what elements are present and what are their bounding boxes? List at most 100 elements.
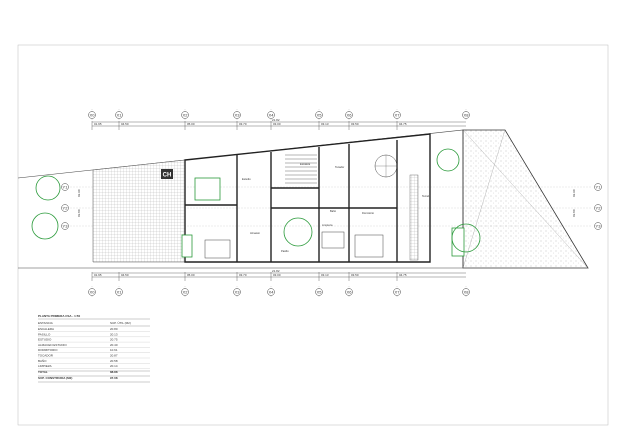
axis-marker [462,288,470,296]
garden-diagonal [462,129,589,269]
axis-marker [61,183,69,191]
table-row-value: 20.58 [110,359,118,363]
dimension-total: 21.82 [272,118,280,122]
axis-label: X6 [347,112,353,117]
axis-label: X7 [395,112,401,117]
ch-logo [161,169,173,179]
dimension-value: 03.13 [321,273,329,277]
table-row-label: LIMPIEZA [38,364,52,368]
room-label-limpieza: Limpieza [322,223,333,227]
area-table: PLANTA PRIMERA CSA - 1:50 ESTANCIA SUP. … [38,314,150,383]
axis-marker [88,111,96,119]
axis-marker [393,111,401,119]
axis-label: X8 [464,289,470,294]
bed [354,234,384,258]
axis-label: X4 [269,112,275,117]
room-label-bano: Baño [330,209,337,213]
dimension-value: 02.90 [572,189,576,197]
dimension-value: 03.70 [239,273,247,277]
axis-marker [233,111,241,119]
axis-label: X1 [117,289,123,294]
axis-label: X0 [90,289,96,294]
table-built-value: 97.08 [110,376,118,380]
axis-marker [462,111,470,119]
dimension-value: 04.75 [399,122,407,126]
axis-label: Y1 [596,184,602,189]
walls [184,133,431,263]
room-label-escalera: Escalera [300,162,311,166]
dimension-value: 03.70 [239,122,247,126]
axis-marker [233,288,241,296]
dimension-total: 21.82 [272,269,280,273]
table-row-label: ESCALERA [38,327,54,331]
axis-marker [61,222,69,230]
planter [181,234,193,258]
dimension-value: 03.13 [321,122,329,126]
table-total-value: 88.88 [110,370,118,374]
room-label-pasillo: Pasillo [281,249,289,253]
axis-marker [88,288,96,296]
axis-marker [181,111,189,119]
axis-label: X7 [395,289,401,294]
dimension-value: 03.00 [273,122,281,126]
axis-label: X0 [90,112,96,117]
stair-flight [285,154,317,184]
table-row-value: 20.80 [110,327,118,331]
table-row-value: 20.13 [110,332,118,336]
dimension-value: 01.95 [94,122,102,126]
axis-marker [115,288,123,296]
table-row-label: DORMITORIO [38,348,58,352]
axis-marker [181,288,189,296]
bathtub [321,231,345,249]
axis-label: X1 [117,112,123,117]
garden-diagonal [462,129,506,269]
table-row-value: 10.61 [110,348,118,352]
dimension-lines: 21.82 01.95 04.50 05.00 03.70 03.00 03.13 03.50… [77,118,576,281]
planter [194,177,221,201]
dimension-value: 03.00 [273,273,281,277]
dimension-value: 04.50 [121,122,129,126]
dimension-value: 03.50 [351,122,359,126]
room-label-tocador: Tocador [335,165,344,169]
axis-marker [315,111,323,119]
table-row-value: 20.75 [110,338,118,342]
axis-marker [594,222,602,230]
trees [31,148,481,253]
room-label-almacen: Almacén [250,231,261,235]
room-label-terraza: Terraza [422,194,431,198]
table-row-label: TOCADOR [38,354,54,358]
table-built-label: SUP. CONSTRUIDA (M2) [38,376,72,380]
axis-label: X4 [269,289,275,294]
table-row-label: ESTUDIO [38,338,52,342]
axis-label: Y3 [596,223,602,228]
dimension-value: 02.90 [77,189,81,197]
axis-label: X5 [317,289,323,294]
table-header-area: SUP. ÚTIL (M2) [110,320,131,325]
dimension-value: 05.00 [187,273,195,277]
axis-marker [393,288,401,296]
axis-label: Y3 [63,223,69,228]
axis-marker [267,288,275,296]
axis-label: X3 [235,289,241,294]
table-row-label: PASILLO [38,332,51,336]
axis-label: Y2 [596,205,602,210]
axis-label: Y2 [63,205,69,210]
table-row-label: ALMACEN ESTUDIO [38,343,67,347]
room-label-dormitorio: Dormitorio [362,211,375,215]
desk [204,239,231,259]
table-row-value: 20.40 [110,343,118,347]
ch-logo-text: CH [163,173,172,179]
dimension-value: 05.00 [187,122,195,126]
table-total-label: TOTAL [38,370,48,374]
axis-marker [594,183,602,191]
room-label-estudio: Estudio [242,177,251,181]
axis-marker [594,204,602,212]
axis-marker [267,111,275,119]
dimension-value: 03.50 [351,273,359,277]
dimension-value: 03.80 [572,209,576,217]
sheet-border [17,44,609,426]
table-row-value: 20.87 [110,354,118,358]
axis-marker [61,204,69,212]
axis-label: X2 [183,289,189,294]
